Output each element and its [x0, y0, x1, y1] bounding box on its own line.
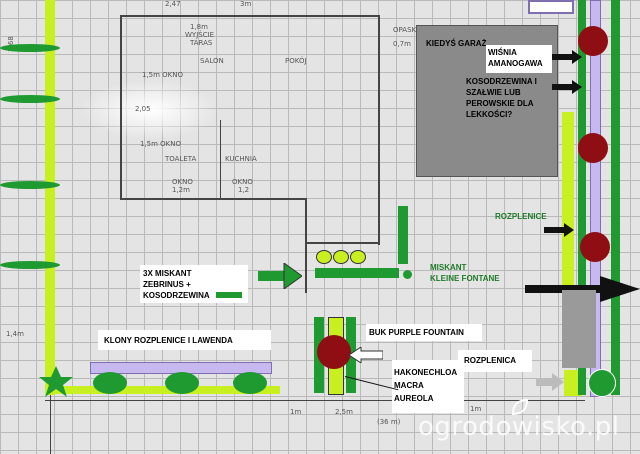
interior-wall — [220, 120, 221, 198]
zebrinus-legend-swatch — [216, 292, 242, 298]
gray-path — [562, 290, 596, 368]
rozplenice-label: ROZPLENICE — [495, 212, 547, 221]
house-wall — [120, 15, 380, 17]
cherry-tree — [580, 232, 610, 262]
room-label: POKÓJ — [285, 57, 307, 65]
wisnia-label-box — [486, 45, 552, 73]
front-hedge-bar — [315, 268, 399, 278]
buk-label-box — [366, 324, 482, 341]
photo-glare — [80, 80, 220, 140]
left-marker — [0, 44, 60, 52]
klony-label: KLONY ROZPLENICE I LAWENDA — [104, 336, 233, 345]
right-lime-strip — [564, 370, 582, 396]
room-label: 1,5m OKNO — [142, 71, 184, 79]
garage-label: KIEDYŚ GARAŻ — [426, 39, 487, 48]
bottom-dim: 1m — [470, 405, 482, 413]
cherry-tree — [578, 133, 608, 163]
right-hedge-strip — [578, 0, 586, 395]
wisnia-label: WIŚNIA AMANOGAWA — [488, 48, 543, 68]
rozplenica-label-box — [458, 350, 532, 372]
room-label: TARAS — [190, 39, 213, 47]
room-label: 1,5m OKNO — [140, 140, 182, 148]
house-wall — [305, 198, 307, 293]
small-shrub — [403, 270, 412, 279]
left-marker — [0, 261, 60, 269]
arrow-icon — [525, 276, 640, 302]
star-icon — [39, 366, 73, 397]
bottom-lime-strip — [55, 386, 280, 394]
outer-fence-line — [45, 400, 585, 401]
buk-tree — [317, 335, 351, 369]
maple-shrub — [93, 372, 127, 394]
room-label: TOALETA — [165, 155, 197, 163]
watermark-text: ogrodowisko.pl — [418, 412, 620, 442]
right-hedge-strip — [611, 0, 620, 395]
arrow-icon — [544, 223, 574, 237]
round-shrub — [588, 369, 616, 397]
left-marker — [0, 95, 60, 103]
top-right-box — [528, 0, 574, 14]
room-label: OPASKA — [393, 26, 421, 34]
house-wall — [305, 242, 378, 244]
leaf-icon — [511, 398, 529, 416]
bottom-dim: 1m — [290, 408, 302, 416]
room-label: 1,2m — [172, 186, 190, 194]
house-wall — [120, 198, 305, 200]
right-lavender-strip — [590, 0, 601, 397]
top-dim: 3m — [240, 0, 252, 8]
bottom-dim: 2,5m — [335, 408, 353, 416]
room-label: OKNO — [172, 178, 193, 186]
arrow-icon — [536, 373, 564, 391]
right-lime-strip — [562, 112, 574, 332]
bottom-dim: (36 m) — [377, 418, 401, 426]
room-label: OKNO — [232, 178, 253, 186]
room-label: WYJŚCIE — [185, 31, 215, 39]
top-dim: 2,47 — [165, 0, 181, 8]
arrow-icon — [349, 347, 383, 363]
room-label: KUCHNIA — [225, 155, 257, 163]
left-hedge-strip — [45, 0, 55, 395]
room-label: 1,2 — [238, 186, 250, 194]
room-label: SALON — [200, 57, 224, 65]
arrow-icon — [258, 263, 302, 289]
klony-label-box — [98, 330, 271, 350]
vertical-hedge-bar — [398, 206, 408, 264]
room-label: 2,05 — [135, 105, 151, 113]
hakonechloa-label: HAKONECHLOA MACRA AUREOLA — [394, 368, 458, 403]
hakonechloa-label-box — [392, 360, 464, 413]
zebrinus-label: 3X MISKANT ZEBRINUS + KOSODRZEWINA — [143, 269, 210, 300]
rozplenica-label: ROZPLENICA — [464, 356, 516, 365]
arrow-icon — [552, 50, 582, 64]
miskant-bush — [350, 250, 366, 264]
maple-shrub — [233, 372, 267, 394]
kosodrzewina-label: KOSODRZEWINA I SZAŁWIE LUB PEROWSKIE DLA… — [466, 77, 537, 119]
buk-label: BUK PURPLE FOUNTAIN — [369, 328, 464, 337]
house-wall — [378, 15, 380, 245]
kleine-fontane-label: MISKANT KLEINE FONTANE — [430, 263, 500, 283]
miskant-bush — [333, 250, 349, 264]
left-marker — [0, 181, 60, 189]
left-dim: 1,4m — [6, 330, 24, 338]
cherry-tree — [578, 26, 608, 56]
arrow-icon — [552, 80, 582, 94]
room-label: 1,8m — [190, 23, 208, 31]
miskant-bush — [316, 250, 332, 264]
maple-shrub — [165, 372, 199, 394]
house-wall — [120, 15, 122, 200]
room-label: 0,7m — [393, 40, 411, 48]
